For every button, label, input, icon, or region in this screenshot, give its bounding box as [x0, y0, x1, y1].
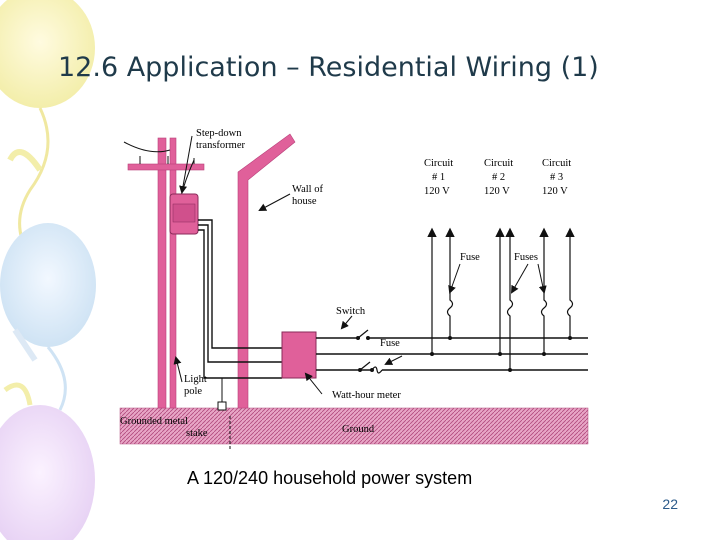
- light-pole-label-1: Light: [184, 374, 207, 385]
- wall-label-1: Wall of: [292, 184, 323, 195]
- page-number: 22: [662, 496, 678, 512]
- circuit2-label-3: 120 V: [484, 186, 510, 197]
- ground-label: Ground: [342, 424, 375, 435]
- yellow-balloon-icon: [0, 0, 95, 108]
- grounded-stake-label-1: Grounded metal: [120, 416, 188, 427]
- circuit1-label-3: 120 V: [424, 186, 450, 197]
- diagram-caption: A 120/240 household power system: [187, 468, 473, 488]
- blue-balloon-icon: [0, 223, 96, 347]
- residential-wiring-diagram: Step-down transformer Wall of house Circ…: [119, 128, 589, 450]
- step-down-label-1: Step-down: [196, 128, 242, 139]
- circuit3-label-3: 120 V: [542, 186, 568, 197]
- house-wall: [237, 133, 296, 409]
- light-pole: [127, 137, 205, 409]
- purple-balloon-icon: [0, 405, 95, 540]
- service-drop-wires: [198, 219, 282, 379]
- light-pole-label-2: pole: [184, 386, 202, 397]
- fuse-top-label: Fuse: [460, 252, 480, 263]
- step-down-label-2: transformer: [196, 140, 245, 151]
- fuse-icon: [371, 366, 383, 374]
- grounded-stake-icon: [217, 378, 231, 450]
- circuit1-label-1: Circuit: [424, 158, 453, 169]
- ground-area: [119, 407, 589, 445]
- watt-hour-meter-label: Watt-hour meter: [332, 390, 401, 401]
- circuit2-label-1: Circuit: [484, 158, 513, 169]
- switch-icon: [357, 329, 369, 339]
- circuit3-label-2: # 3: [550, 172, 563, 183]
- grounded-stake-label-2: stake: [186, 428, 208, 439]
- circuit3-label-1: Circuit: [542, 158, 571, 169]
- circuit1-label-2: # 1: [432, 172, 445, 183]
- slide-title: 12.6 Application – Residential Wiring (1…: [58, 52, 599, 83]
- wall-label-2: house: [292, 196, 317, 207]
- fuses-label: Fuses: [514, 252, 538, 263]
- circuit2-label-2: # 2: [492, 172, 505, 183]
- main-bus-wires: [316, 337, 588, 371]
- switch-label: Switch: [336, 306, 366, 317]
- watt-hour-meter-icon: [281, 331, 317, 379]
- transformer-icon: [169, 193, 199, 235]
- fuse-mid-label: Fuse: [380, 338, 400, 349]
- branch-circuits: [427, 227, 575, 370]
